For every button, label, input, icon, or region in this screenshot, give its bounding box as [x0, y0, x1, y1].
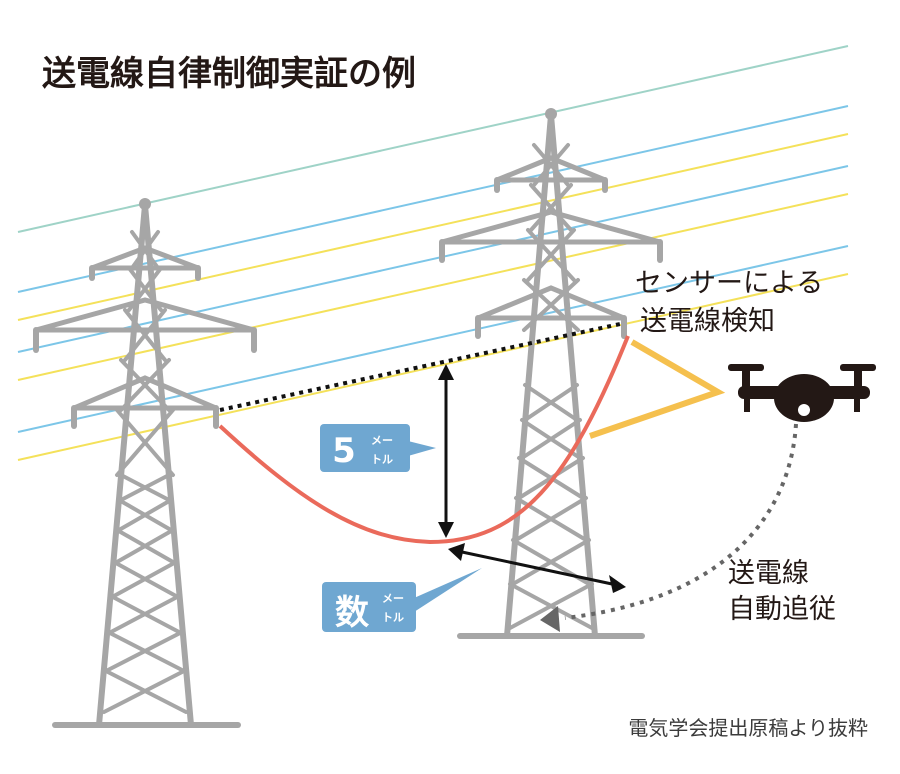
five-meter-unit-top: メー	[371, 434, 393, 447]
several-meter-number: 数	[335, 593, 369, 633]
wire-teal	[17, 45, 849, 233]
left-tower	[33, 198, 257, 728]
five-meter-badge: 5 メー トル	[320, 424, 436, 472]
tracking-label-line2: 自動追従	[728, 594, 836, 625]
tracking-path	[564, 423, 798, 620]
five-meter-number: 5	[332, 431, 356, 471]
sagging-wire	[218, 335, 630, 545]
tracking-label-line1: 送電線	[728, 558, 809, 589]
tracking-arrowhead	[540, 606, 560, 632]
wire-blue-3	[17, 245, 849, 433]
wire-blue-1	[17, 105, 849, 293]
sensor-beam	[589, 339, 726, 439]
drone-icon	[728, 364, 876, 422]
several-meter-badge: 数 メー トル	[322, 568, 482, 633]
sensor-label-line1: センサーによる	[635, 268, 823, 299]
diagram-title: 送電線自律制御実証の例	[42, 54, 416, 94]
five-meter-unit-bottom: トル	[371, 453, 393, 466]
sag-height-arrow	[438, 364, 454, 538]
right-tower	[439, 108, 663, 639]
sensor-label-line2: 送電線検知	[640, 306, 775, 337]
distance-arrow	[448, 543, 626, 593]
several-meter-unit-bottom: トル	[382, 611, 404, 624]
source-credit: 電気学会提出原稿より抜粋	[628, 716, 868, 740]
several-meter-unit-top: メー	[382, 592, 404, 605]
wire-yellow-1	[17, 133, 849, 321]
